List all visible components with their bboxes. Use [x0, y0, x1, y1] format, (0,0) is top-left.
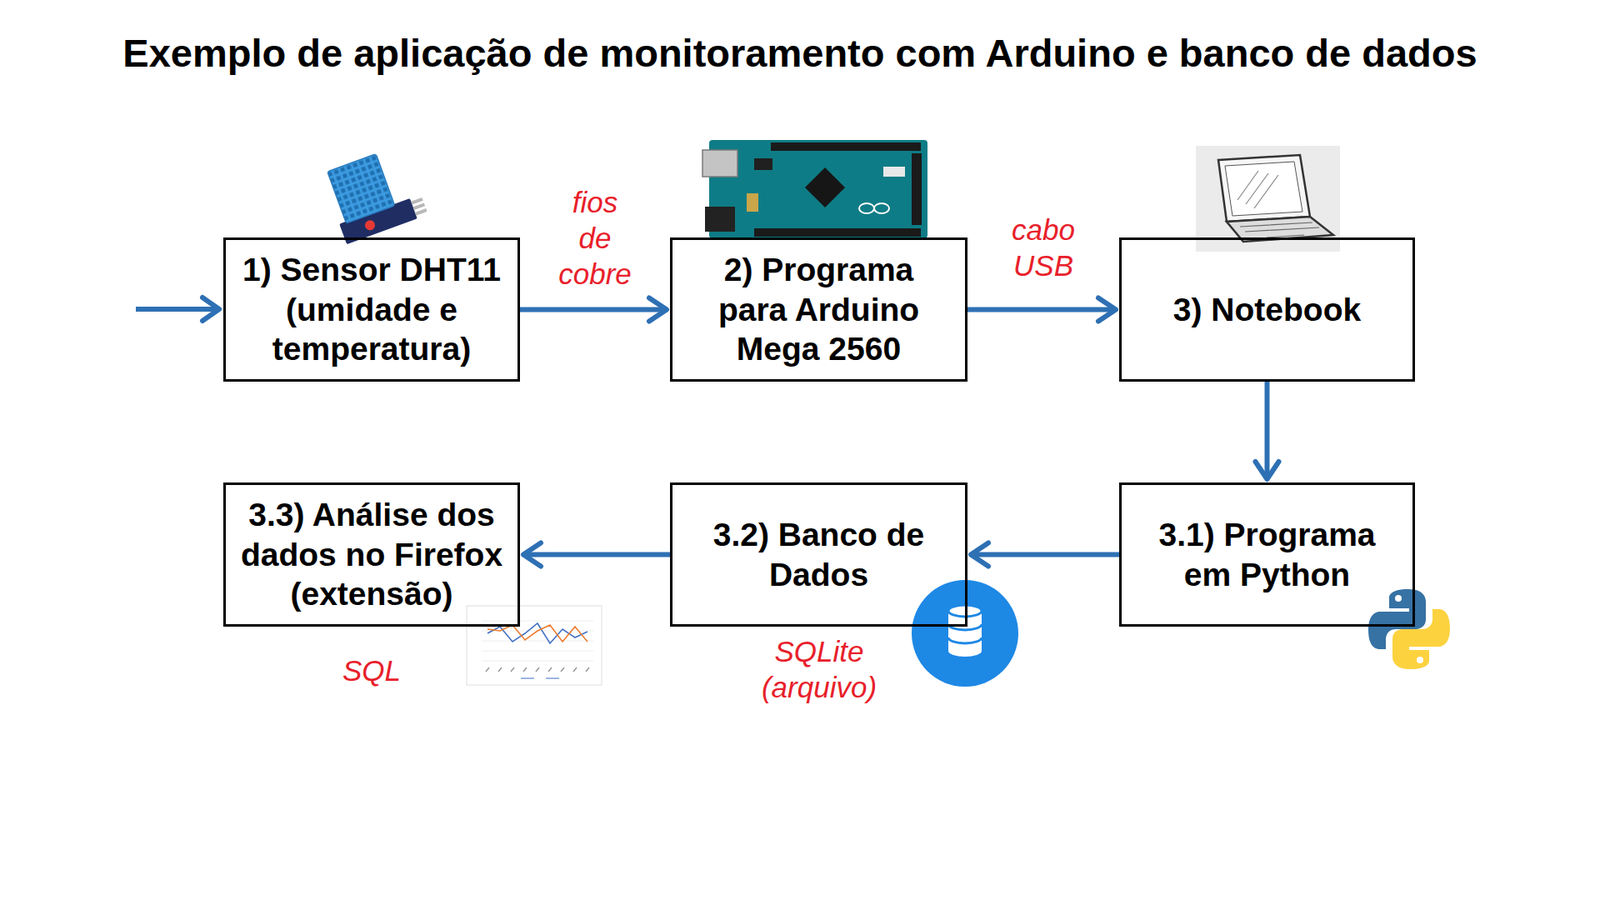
thumbnail-legend: [520, 677, 560, 680]
board-pcb: [709, 140, 928, 239]
arrow-head: [523, 543, 541, 567]
edge-label: cabo USB: [1003, 211, 1084, 284]
input-arrow: [135, 297, 220, 321]
connector-line: [525, 552, 670, 558]
arduino-board-picture: [702, 140, 928, 239]
laptop-display: [1225, 161, 1303, 216]
arrow-head: [970, 543, 989, 567]
box-text: 3.2) Banco de Dados: [698, 515, 940, 595]
box-text: 3.3) Análise dos dados no Firefox (exten…: [232, 495, 511, 615]
picture-ground: [1195, 145, 1340, 252]
arrow-head: [1255, 461, 1280, 480]
note-label: SQLite (arquivo): [756, 633, 882, 705]
sensor-body: [327, 154, 395, 224]
process-box: 1) Sensor DHT11 (umidade e temperatura): [223, 237, 520, 382]
box-text: 1) Sensor DHT11 (umidade e temperatura): [232, 250, 511, 370]
cylinder-top: [948, 605, 982, 617]
icon-disc: [911, 580, 1019, 687]
sensor-pin: [415, 208, 428, 216]
input-arrow-head: [202, 297, 220, 321]
arrow-connector: [1255, 381, 1280, 480]
dht11-sensor-picture: [320, 144, 429, 245]
process-box: 3.2) Banco de Dados: [670, 482, 968, 627]
arrow-connector: [967, 298, 1116, 322]
screen-hatching: [1237, 170, 1279, 209]
python-snake-yellow: [1392, 609, 1450, 670]
database-icon: [911, 580, 1019, 687]
arrow-connector: [970, 543, 1120, 567]
header-strip: [770, 142, 921, 151]
process-box: 3) Notebook: [1119, 237, 1415, 382]
logo-loop: [859, 203, 875, 214]
small-chip: [754, 158, 773, 170]
laptop-picture: [1195, 145, 1340, 252]
header-strip: [911, 153, 922, 225]
power-jack: [705, 206, 735, 232]
thumbnail-series: [487, 625, 588, 642]
keyboard-lines: [1240, 222, 1320, 238]
box-text: 2) Programa para Arduino Mega 2560: [702, 250, 936, 370]
crystal: [746, 193, 759, 212]
thumbnail-ticks: [485, 667, 590, 672]
sensor-pin: [410, 197, 424, 205]
arrow-head: [1098, 298, 1116, 322]
note-label: SQL: [309, 652, 435, 689]
connector-line: [972, 552, 1120, 558]
process-box: 3.1) Programa em Python: [1119, 482, 1415, 627]
arrow-connector: [520, 298, 667, 322]
thumbnail-frame: [466, 605, 602, 685]
python-eye: [1395, 595, 1402, 602]
chart-thumbnail: [466, 605, 602, 685]
board-badge: [883, 166, 905, 177]
usb-connector: [702, 150, 738, 177]
main-chip: [805, 167, 845, 208]
logo-loop: [874, 203, 890, 214]
input-arrow-shaft: [135, 306, 217, 312]
connector-line: [967, 307, 1115, 313]
connector-line: [1265, 381, 1270, 478]
python-eye: [1416, 656, 1424, 664]
laptop-screen: [1218, 155, 1310, 222]
sensor-led: [363, 219, 376, 232]
sensor-pin: [413, 203, 426, 211]
process-box: 3.3) Análise dos dados no Firefox (exten…: [223, 482, 520, 627]
header-strip: [754, 228, 921, 237]
process-box: 2) Programa para Arduino Mega 2560: [670, 237, 968, 382]
diagram-title: Exemplo de aplicação de monitoramento co…: [0, 30, 1600, 77]
cylinder-band: [948, 637, 982, 644]
edge-label: fios de cobre: [555, 184, 635, 292]
arrow-head: [649, 298, 667, 322]
box-text: 3.1) Programa em Python: [1146, 515, 1389, 595]
connector-line: [520, 307, 665, 313]
thumbnail-grid: [481, 620, 594, 661]
box-text: 3) Notebook: [1173, 290, 1361, 330]
arrow-connector: [523, 543, 670, 567]
python-logo: [1368, 589, 1450, 670]
